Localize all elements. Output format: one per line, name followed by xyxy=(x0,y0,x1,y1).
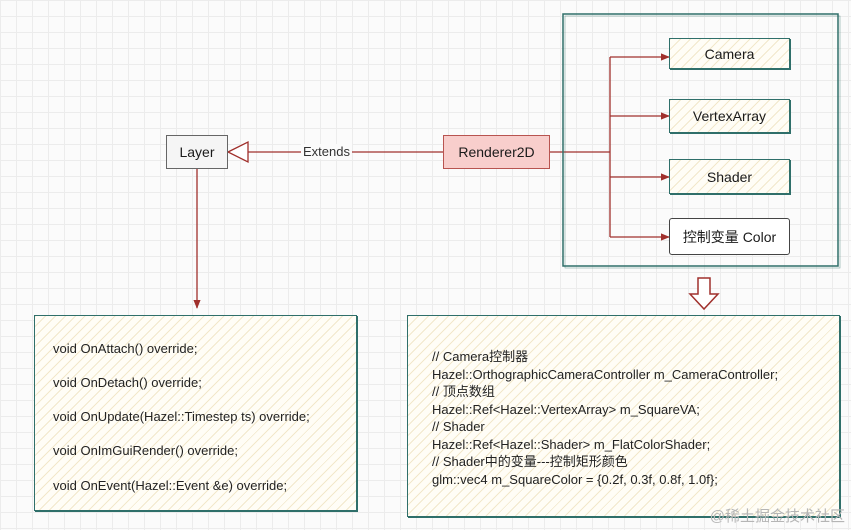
member-square-color: glm::vec4 m_SquareColor = {0.2f, 0.3f, 0… xyxy=(432,471,718,487)
renderer2d-node-label: Renderer2D xyxy=(458,144,535,160)
member-flat-color-shader: Hazel::Ref<Hazel::Shader> m_FlatColorSha… xyxy=(432,436,711,452)
member-camera-controller: Hazel::OrthographicCameraController m_Ca… xyxy=(432,366,779,382)
camera-node-label: Camera xyxy=(704,45,755,62)
layer-method-on-update: void OnUpdate(Hazel::Timestep ts) overri… xyxy=(53,409,310,424)
renderer-members-container xyxy=(562,13,839,267)
layer-method-on-detach: void OnDetach() override; xyxy=(53,375,202,390)
shader-node[interactable]: Shader xyxy=(669,159,790,194)
hollow-down-arrow-icon xyxy=(688,277,720,311)
layer-method-on-attach: void OnAttach() override; xyxy=(53,341,198,356)
layer-methods-box xyxy=(34,315,357,511)
vertex-array-node-label: VertexArray xyxy=(692,108,767,124)
shader-node-label: Shader xyxy=(706,168,753,185)
member-square-va: Hazel::Ref<Hazel::VertexArray> m_SquareV… xyxy=(432,401,700,417)
member-comment-vertex-array: // 顶点数组 xyxy=(432,384,495,399)
renderer-members-box xyxy=(407,315,840,517)
vertex-array-node[interactable]: VertexArray xyxy=(669,99,790,133)
layer-method-on-event: void OnEvent(Hazel::Event &e) override; xyxy=(53,478,288,493)
renderer-fanout-edges xyxy=(550,53,670,241)
extends-label: Extends xyxy=(301,144,352,159)
member-comment-camera: // Camera控制器 xyxy=(432,349,529,364)
color-control-node-label: 控制变量 Color xyxy=(682,228,777,245)
renderer2d-node[interactable]: Renderer2D xyxy=(443,135,550,169)
member-comment-shader-variable: // Shader中的变量---控制矩形颜色 xyxy=(432,454,628,469)
layer-method-on-imgui-render: void OnImGuiRender() override; xyxy=(53,443,238,458)
layer-node[interactable]: Layer xyxy=(166,135,228,169)
member-comment-shader: // Shader xyxy=(432,419,485,434)
layer-node-label: Layer xyxy=(179,144,215,160)
color-control-node[interactable]: 控制变量 Color xyxy=(669,218,790,255)
watermark: @稀土掘金技术社区 xyxy=(709,508,845,525)
camera-node[interactable]: Camera xyxy=(669,38,790,69)
